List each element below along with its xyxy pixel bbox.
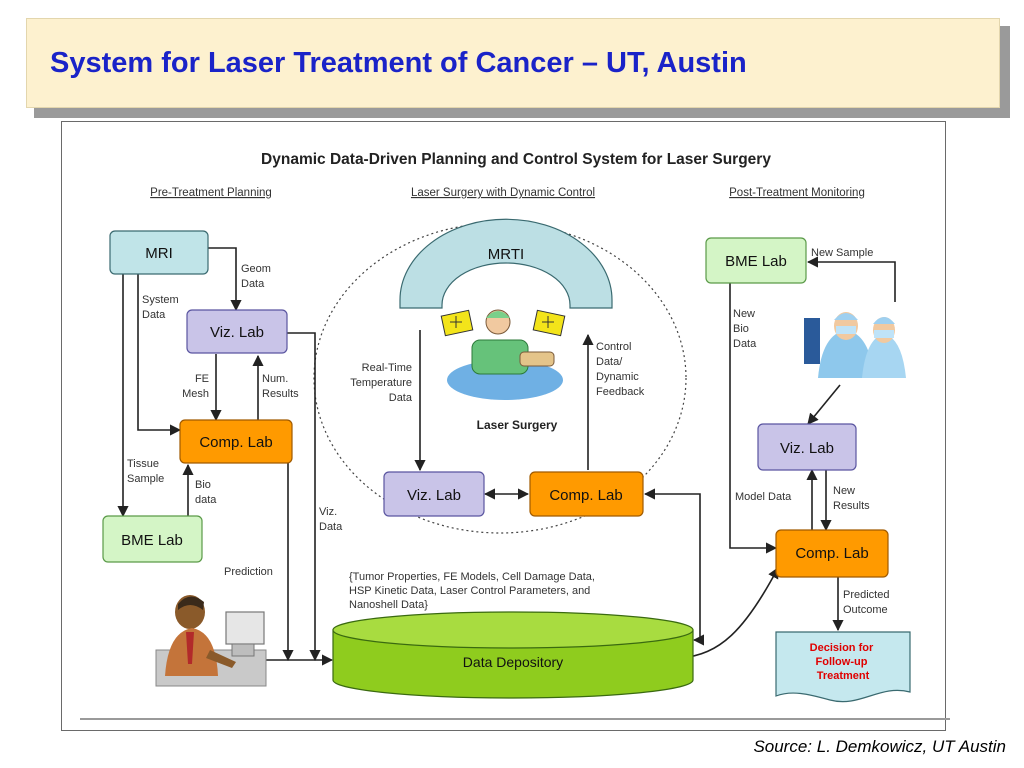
- arrow-new-bio-data: [729, 283, 778, 554]
- comp-lab-post-node: [775, 529, 889, 578]
- bme-lab-post-label: BME Lab: [725, 253, 787, 270]
- mri-label: MRI: [145, 245, 173, 262]
- viz-lab-post-node: [757, 423, 857, 471]
- title-bar: System for Laser Treatment of Cancer – U…: [26, 18, 1000, 108]
- decision-document-shape: [775, 631, 911, 703]
- comp-lab-post-label: Comp. Lab: [795, 545, 868, 562]
- mrti-label: MRTI: [488, 246, 524, 263]
- person-at-computer-icon: [155, 595, 267, 687]
- arrow-geom-data: [208, 247, 242, 312]
- section-laser-surgery: Laser Surgery with Dynamic Control: [411, 187, 595, 199]
- viz-lab-surgery-label: Viz. Lab: [407, 487, 461, 504]
- diagram-heading: Dynamic Data-Driven Planning and Control…: [261, 151, 771, 168]
- section-post-treatment: Post-Treatment Monitoring: [729, 187, 865, 199]
- mri-node: [109, 230, 209, 275]
- data-depository-cylinder: [332, 611, 694, 699]
- depository-label: Data Depository: [463, 654, 563, 670]
- bottom-rule: [80, 718, 950, 720]
- bme-lab-post-node: [705, 237, 807, 284]
- arrow-system-data: [137, 274, 182, 436]
- viz-lab-pre-node: [186, 309, 288, 354]
- viz-lab-post-label: Viz. Lab: [780, 440, 834, 457]
- mrti-arch: [399, 218, 613, 309]
- laser-surgery-label: Laser Surgery: [477, 418, 558, 432]
- comp-lab-pre-node: [179, 419, 293, 464]
- viz-lab-pre-label: Viz. Lab: [210, 324, 264, 341]
- surgery-dotted-circle: [313, 222, 687, 534]
- slide-title: System for Laser Treatment of Cancer – U…: [50, 47, 747, 79]
- laser-surgery-scene-icon: [440, 309, 566, 400]
- bme-lab-pre-label: BME Lab: [121, 532, 183, 549]
- connectors: [117, 247, 896, 666]
- comp-lab-surgery-node: [529, 471, 644, 517]
- bme-lab-pre-node: [102, 515, 203, 563]
- prediction-label: Prediction: [224, 566, 273, 578]
- comp-lab-surgery-label: Comp. Lab: [549, 487, 622, 504]
- arrow-comp-post-depository: [678, 567, 779, 663]
- arrow-viz-data: [287, 332, 321, 662]
- comp-lab-pre-label: Comp. Lab: [199, 434, 272, 451]
- source-credit: Source: L. Demkowicz, UT Austin: [753, 737, 1006, 756]
- decision-label: Decision for Follow-up Treatment: [810, 642, 877, 682]
- viz-lab-surgery-node: [383, 471, 485, 517]
- medical-team-photo-icon: [800, 302, 910, 382]
- viz-data-label: Viz.Data: [319, 506, 343, 533]
- new-sample-label: New Sample: [811, 247, 873, 259]
- arrow-photo-viz: [807, 384, 841, 425]
- num-results-label: Num.Results: [262, 373, 299, 400]
- model-data-label: Model Data: [735, 491, 792, 503]
- section-pre-treatment: Pre-Treatment Planning: [150, 187, 272, 199]
- arrow-comp-surgery-depository: [643, 488, 705, 646]
- depository-contents-text: {Tumor Properties, FE Models, Cell Damag…: [349, 571, 595, 611]
